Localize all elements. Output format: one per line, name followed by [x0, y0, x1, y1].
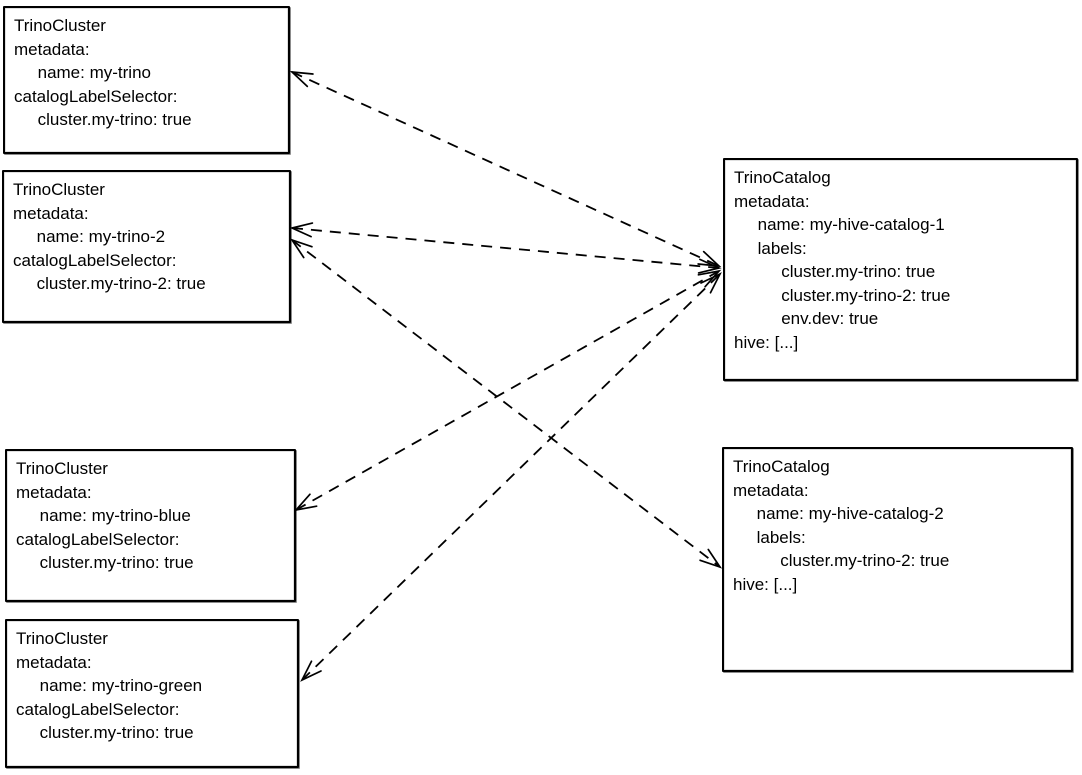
- connector-my-trino-2--my-hive-catalog-1: [289, 222, 722, 274]
- box-text-line: TrinoCluster: [16, 629, 108, 648]
- box-text-line: labels:: [733, 527, 806, 547]
- dashed-connector-line: [291, 71, 720, 267]
- box-text-line: name: my-trino: [14, 63, 151, 82]
- box-text-line: env.dev: true: [734, 309, 879, 328]
- box-text-line: cluster.my-trino: true: [14, 110, 192, 129]
- arrowhead-icon: [293, 493, 318, 512]
- dashed-connector-line: [291, 227, 720, 269]
- box-text-line: cluster.my-trino: true: [16, 723, 194, 742]
- dashed-connector-line: [291, 239, 721, 568]
- box-text-line: TrinoCluster: [14, 16, 106, 35]
- connector-my-trino-green--my-hive-catalog-1: [300, 272, 722, 682]
- box-text-line: catalogLabelSelector:: [13, 250, 177, 270]
- arrowhead-icon: [700, 272, 722, 294]
- box-text-line: catalogLabelSelector:: [16, 699, 180, 719]
- box-text-line: name: my-hive-catalog-1: [734, 215, 945, 234]
- arrowhead-icon: [697, 269, 722, 288]
- box-text-line: metadata:: [734, 191, 810, 211]
- box-text-line: labels:: [734, 238, 807, 258]
- box-text-line: cluster.my-trino-2: true: [734, 285, 951, 305]
- arrowhead-icon: [699, 548, 723, 569]
- box-text-line: cluster.my-trino-2: true: [13, 274, 206, 293]
- arrowhead-icon: [300, 660, 322, 682]
- box-text-line: cluster.my-trino: true: [16, 553, 194, 572]
- trino-cluster-my-trino-2-box: TrinoCluster metadata: name: my-trino-2 ca…: [2, 170, 291, 323]
- box-text-line: metadata:: [16, 652, 92, 672]
- trino-catalog-my-hive-catalog-1-box: TrinoCatalog metadata: name: my-hive-cata…: [723, 158, 1078, 381]
- connector-my-trino--my-hive-catalog-1: [289, 70, 722, 268]
- arrowhead-icon: [697, 258, 722, 274]
- box-text-line: metadata:: [13, 203, 89, 223]
- trino-cluster-my-trino-box: TrinoCluster metadata: name: my-trino cata…: [3, 6, 290, 154]
- dashed-connector-line: [295, 270, 720, 511]
- box-text-line: hive: [...]: [733, 574, 798, 594]
- connector-my-trino-2--my-hive-catalog-2: [289, 238, 723, 569]
- box-text-line: name: my-trino-green: [16, 676, 203, 695]
- box-text-line: TrinoCluster: [16, 459, 108, 478]
- arrowhead-icon: [289, 238, 313, 259]
- box-text-line: cluster.my-trino: true: [734, 262, 936, 281]
- box-text-line: catalogLabelSelector:: [16, 529, 180, 549]
- box-text-line: metadata:: [733, 480, 809, 500]
- box-text-line: metadata:: [16, 482, 92, 502]
- box-text-line: metadata:: [14, 39, 90, 59]
- dashed-connector-line: [301, 273, 721, 681]
- box-text-line: name: my-hive-catalog-2: [733, 504, 944, 523]
- box-text-line: hive: [...]: [734, 332, 799, 352]
- trino-catalog-my-hive-catalog-2-box: TrinoCatalog metadata: name: my-hive-cata…: [722, 447, 1073, 672]
- arrowhead-icon: [289, 70, 314, 88]
- box-text-line: cluster.my-trino-2: true: [733, 551, 950, 570]
- trino-cluster-my-trino-green-box: TrinoCluster metadata: name: my-trino-gre…: [5, 619, 299, 768]
- connector-my-trino-blue--my-hive-catalog-1: [293, 269, 722, 512]
- box-text-line: TrinoCatalog: [733, 457, 830, 476]
- box-text-line: name: my-trino-2: [13, 227, 166, 246]
- box-text-line: name: my-trino-blue: [16, 506, 191, 525]
- box-text-line: catalogLabelSelector:: [14, 86, 178, 106]
- arrowhead-icon: [697, 250, 722, 268]
- box-text-line: TrinoCatalog: [734, 168, 831, 187]
- box-text-line: TrinoCluster: [13, 180, 105, 199]
- arrowhead-icon: [289, 222, 314, 238]
- trino-cluster-my-trino-blue-box: TrinoCluster metadata: name: my-trino-blu…: [5, 449, 296, 602]
